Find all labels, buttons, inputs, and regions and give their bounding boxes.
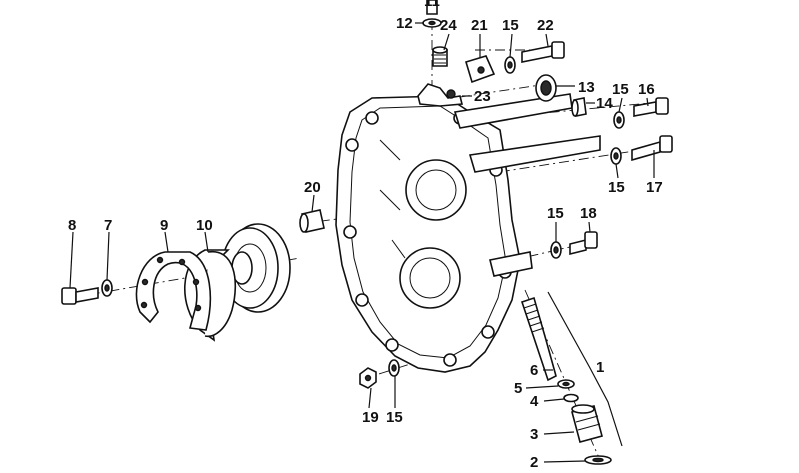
washer-15-right-c [550,241,562,259]
label-16: 16 [638,81,655,98]
plug-14 [571,97,587,117]
bolt-22 [521,41,565,63]
label-20: 20 [304,179,321,196]
label-14: 14 [596,95,613,112]
label-15a: 15 [502,17,519,34]
assembly-bracket-1 [547,291,623,447]
label-12: 12 [396,15,413,32]
label-15e: 15 [386,409,403,426]
label-4: 4 [530,393,539,410]
label-1: 1 [596,359,604,376]
sleeve-20 [299,209,325,233]
bolt-17 [631,135,673,162]
label-7: 7 [104,217,112,234]
label-3: 3 [530,426,538,443]
transmission-housing [335,93,601,373]
label-9: 9 [160,217,168,234]
bolt-16 [633,97,669,117]
label-15d: 15 [547,205,564,222]
ring-5 [557,379,575,389]
nut-19 [359,367,377,389]
retaining-plate [135,251,212,331]
bolt-8 [61,287,99,305]
washer-7 [101,279,113,297]
leader-lines [69,22,655,463]
block-21 [465,55,496,84]
bolt-18 [569,231,598,256]
label-18: 18 [580,205,597,222]
plug-24 [432,46,448,67]
label-5: 5 [514,380,522,397]
label-21: 21 [471,17,488,34]
label-15b: 15 [612,81,629,98]
label-10: 10 [196,217,213,234]
label-24: 24 [440,17,457,34]
washer-15-bottom [388,359,400,377]
label-19: 19 [362,409,379,426]
washer-12 [422,18,442,28]
screw-11 [426,0,438,15]
bracket-23 [417,83,464,107]
label-15c: 15 [608,179,625,196]
label-2: 2 [530,454,538,471]
label-17: 17 [646,179,663,196]
housing-3 [571,404,603,443]
label-23: 23 [474,88,491,105]
label-22: 22 [537,17,554,34]
label-6: 6 [530,362,538,379]
label-13: 13 [578,79,595,96]
part-labels: 1 2 3 4 5 6 7 8 9 10 11 12 13 14 15 15 1… [68,0,663,471]
washer-15-top [504,56,516,74]
washer-15-right-b [610,147,622,165]
washer-15-right-a [613,111,625,129]
washer-2 [584,455,612,465]
o-ring-4 [563,393,579,403]
drive-gear-shaft-6 [520,296,557,382]
label-8: 8 [68,217,76,234]
seal-13 [535,74,557,102]
label-11: 11 [424,0,440,10]
